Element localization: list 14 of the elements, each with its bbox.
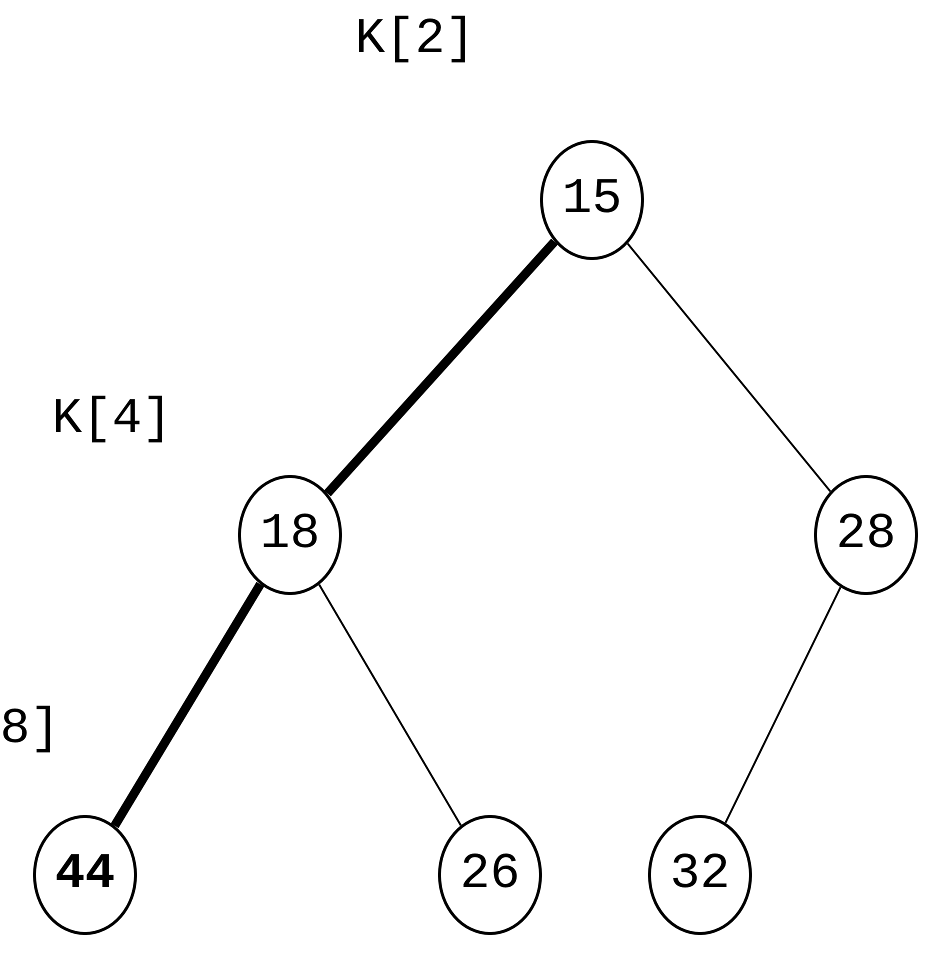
tree-edge [626,243,832,492]
tree-node-circle: 26 [438,815,542,935]
tree-node-circle: 15 [540,140,644,260]
tree-edge [324,238,558,496]
tree-node-circle: 44 [33,815,137,935]
node-key-label: K[4] [52,395,172,445]
tree-node-circle: 32 [648,815,752,935]
tree-node-circle: 18 [238,475,342,595]
node-key-label: K[2] [355,15,476,65]
tree-node-circle: 28 [814,475,918,595]
tree-edge [724,586,842,824]
tree-edge [110,582,264,828]
node-key-label: 8] [0,705,60,755]
tree-edge [318,584,462,826]
